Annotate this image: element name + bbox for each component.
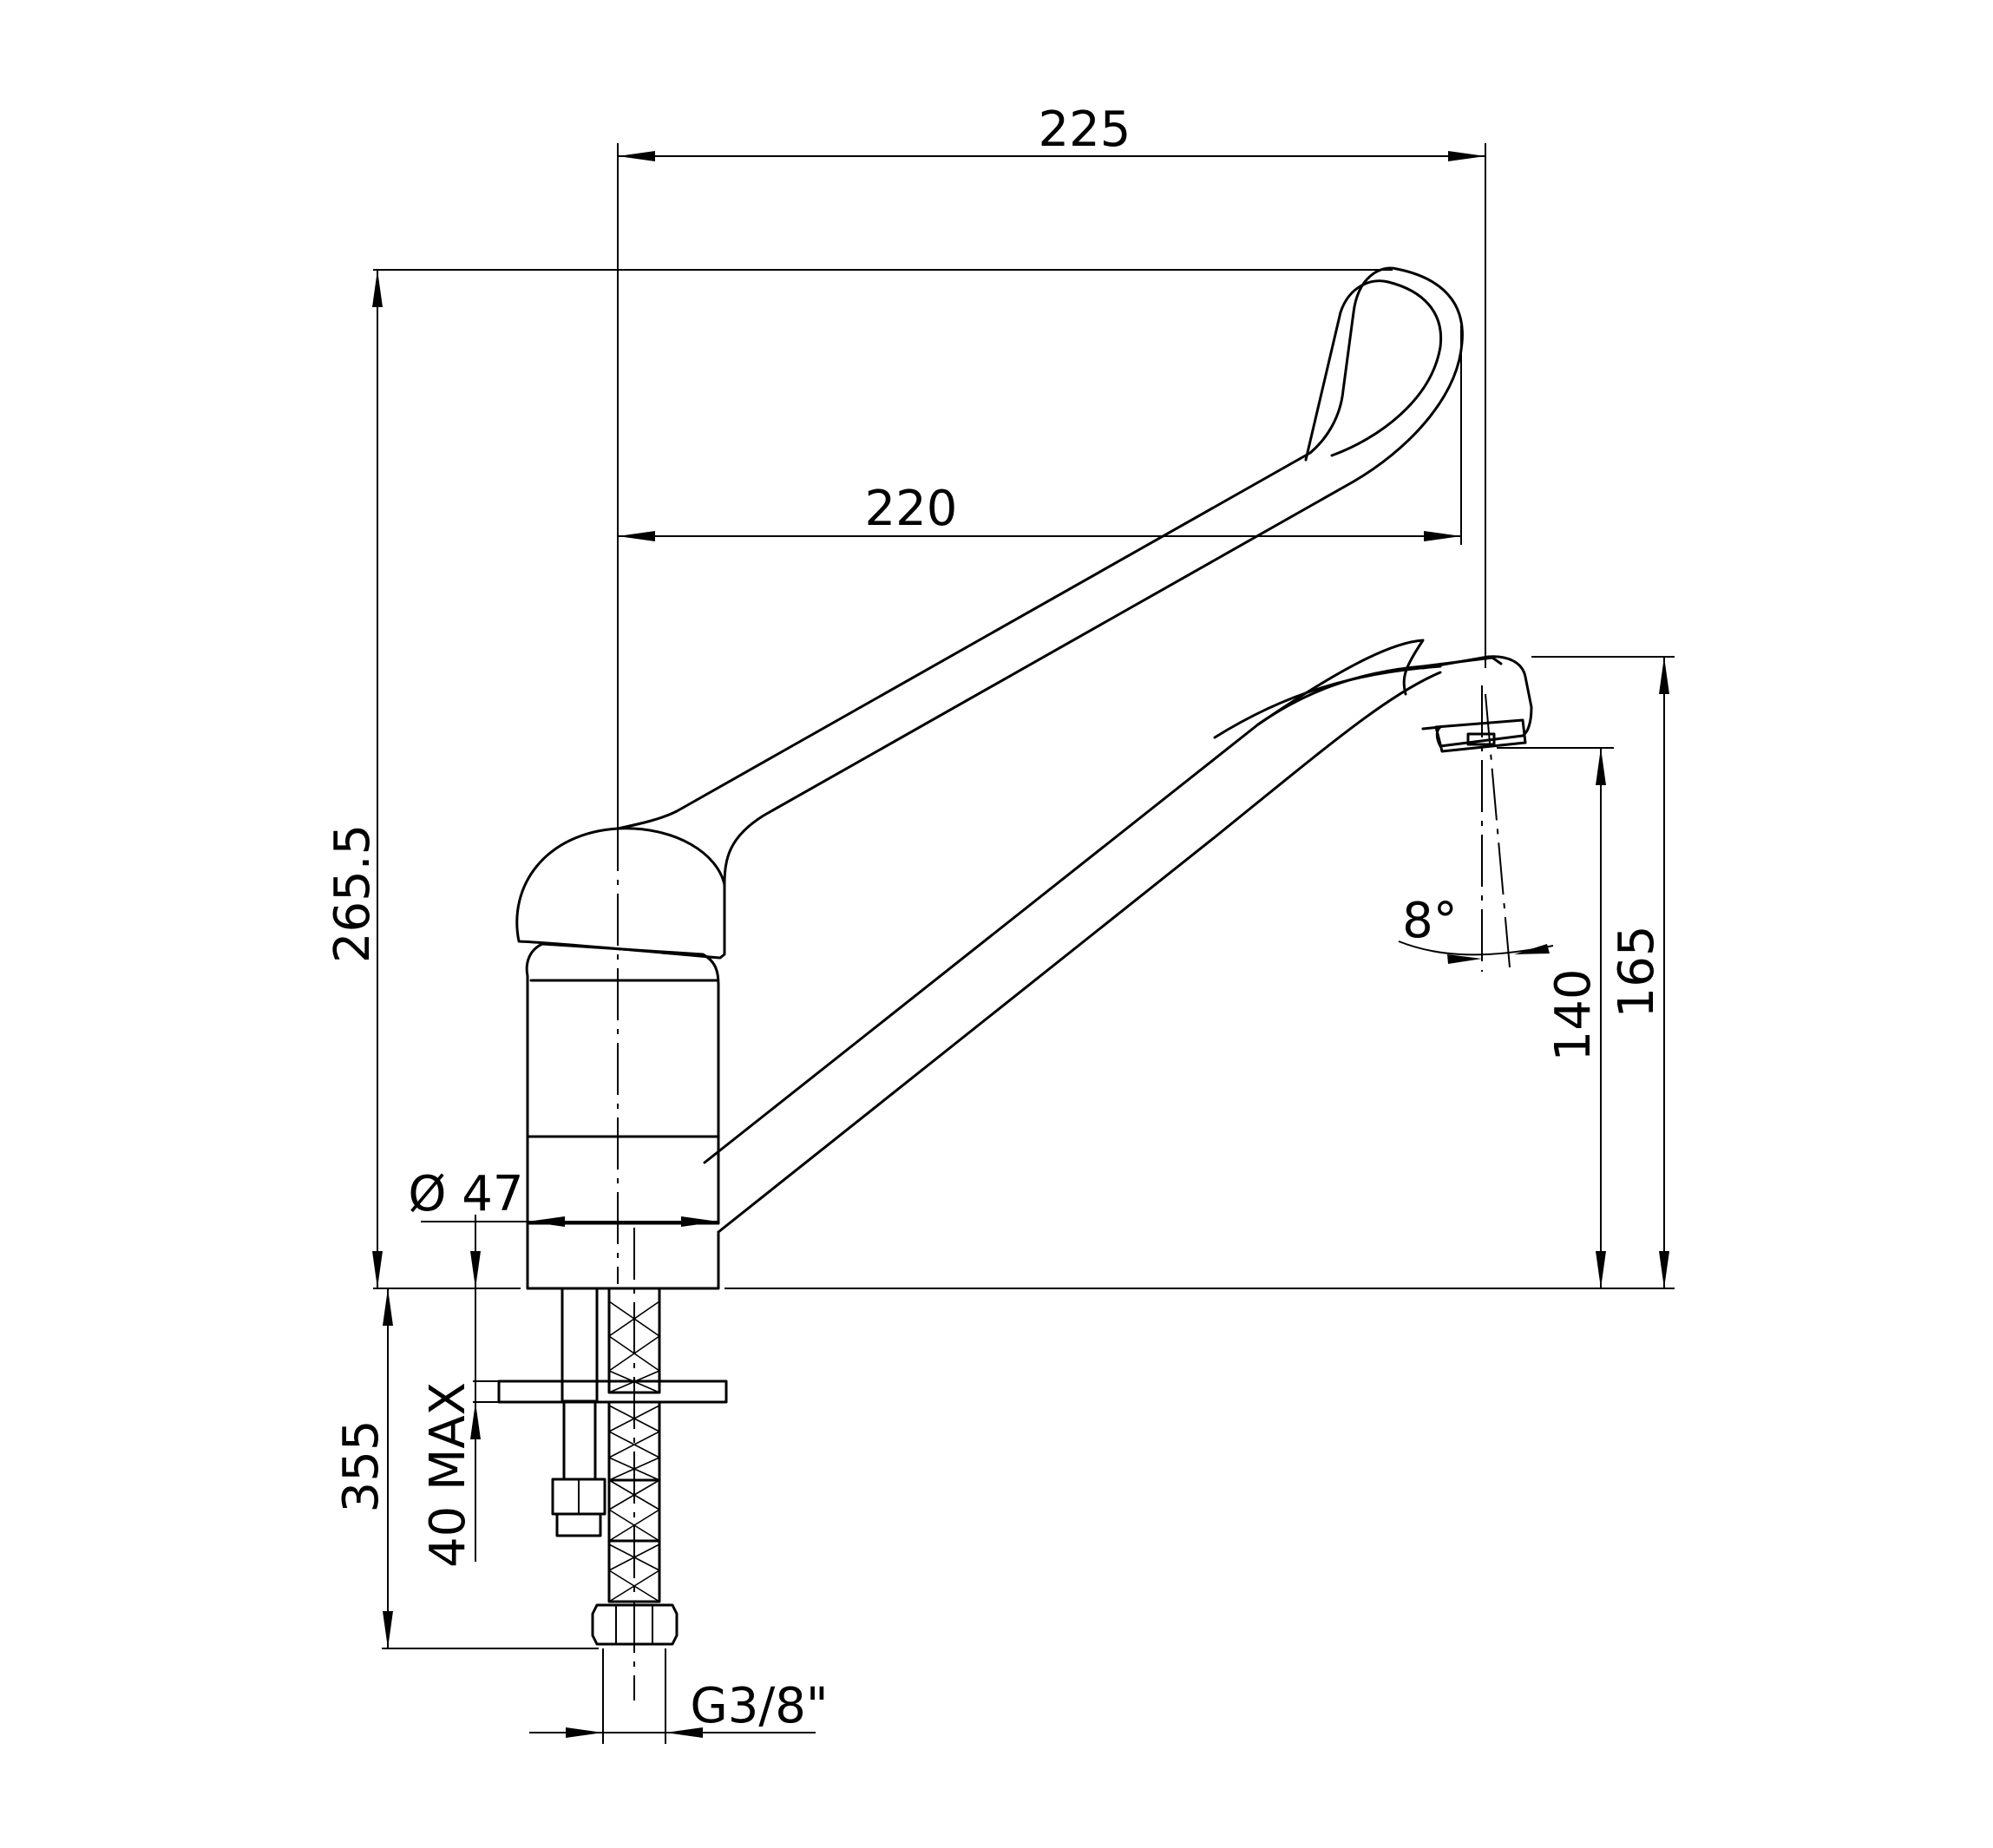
faucet-body	[515, 266, 1533, 1290]
aerator	[1434, 718, 1527, 753]
stud-lower	[562, 1399, 597, 1481]
label-40-max: 40 MAX	[420, 1382, 476, 1568]
body-cylinder	[525, 942, 720, 1138]
label-225: 225	[1039, 102, 1131, 158]
center-lines	[617, 147, 1511, 1701]
lever-arm	[616, 266, 1464, 887]
stud-tip	[555, 1512, 602, 1537]
label-angle: 8°	[1402, 893, 1458, 949]
body-base	[526, 1222, 720, 1290]
under-counter-parts	[497, 1287, 728, 1646]
fixing-stud	[561, 1287, 599, 1403]
label-diameter: Ø 47	[408, 1166, 523, 1222]
dimension-lines	[372, 143, 1675, 1744]
label-140: 140	[1545, 969, 1602, 1062]
spout	[703, 639, 1425, 1164]
dim-angle-arc	[1398, 940, 1554, 956]
spout-outer	[717, 671, 1442, 1234]
label-265-5: 265.5	[325, 824, 381, 963]
label-220: 220	[865, 481, 958, 537]
label-g38: G3/8"	[690, 1678, 828, 1734]
label-355: 355	[333, 1420, 390, 1513]
handle-dome	[515, 827, 726, 960]
spout-upper	[1256, 656, 1503, 726]
spout-top	[1213, 665, 1442, 739]
dimension-labels: 225 220 265.5 165 140 8° Ø 47 355 40 MAX…	[325, 102, 1665, 1734]
hose-nut	[591, 1603, 679, 1646]
body-lower	[526, 1135, 720, 1225]
label-165: 165	[1609, 926, 1665, 1019]
lever-loop	[1304, 279, 1443, 462]
